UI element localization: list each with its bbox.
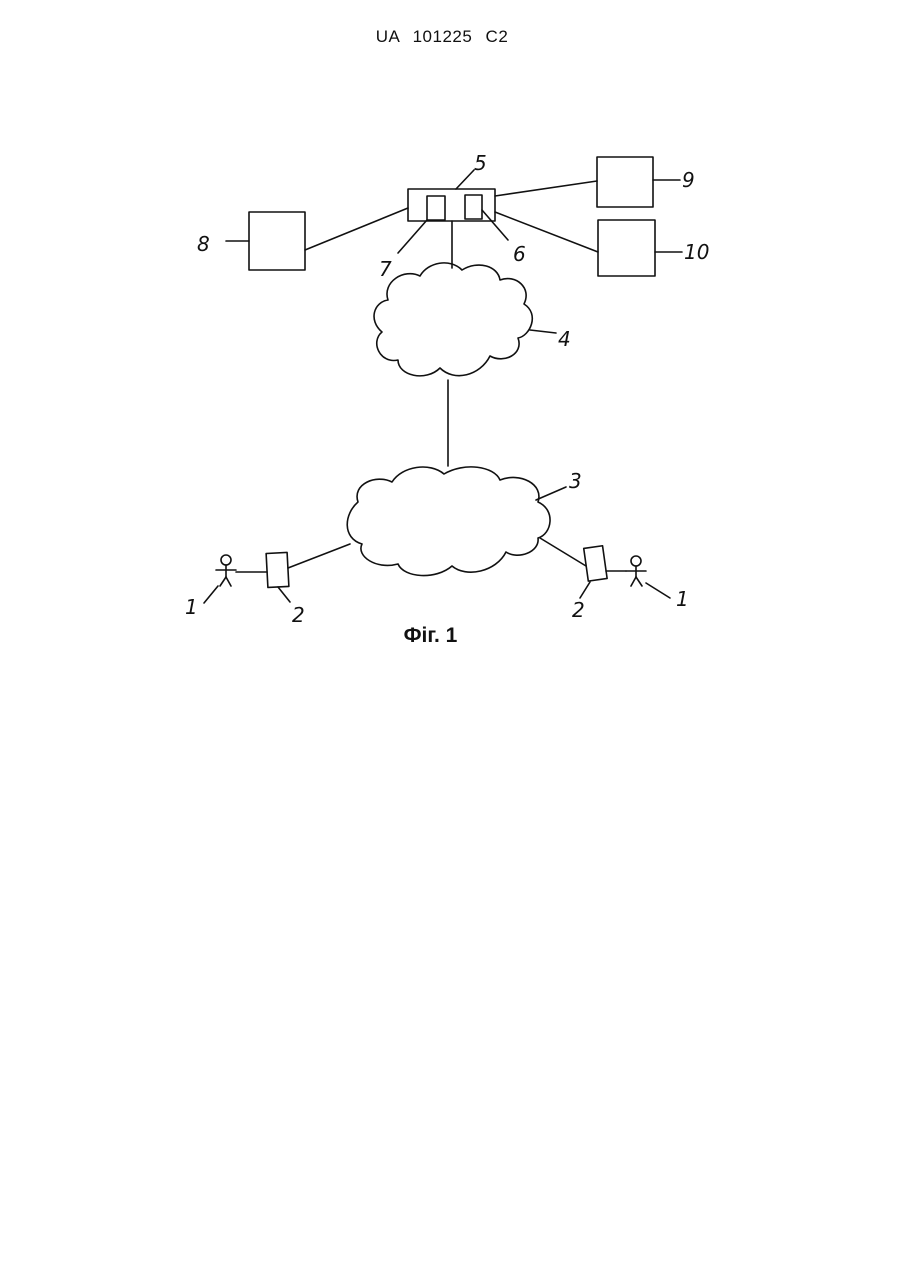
- module-7-leader: [398, 220, 427, 253]
- server-module-6: [465, 195, 482, 219]
- label-4: 4: [558, 327, 571, 351]
- device-2-right: [584, 546, 607, 581]
- network-3-leader: [536, 487, 566, 500]
- label-7: 7: [379, 257, 392, 281]
- user-left-head: [221, 555, 231, 565]
- link-server-to-10: [495, 212, 598, 252]
- user-right-leg-a: [631, 577, 636, 586]
- link-network-3-to-device-right: [540, 538, 586, 566]
- link-server-to-9: [495, 181, 597, 196]
- label-8: 8: [197, 232, 210, 256]
- user-left-leg-a: [220, 577, 226, 586]
- network-diagram: 5 6 7 8 9 10 4 3 1 2 2 1: [0, 0, 901, 700]
- user-left-leg-b: [226, 577, 231, 586]
- box-9: [597, 157, 653, 207]
- network-4-leader: [530, 330, 556, 333]
- link-8-to-server: [305, 208, 408, 250]
- box-8: [249, 212, 305, 270]
- device-left-leader: [278, 587, 290, 602]
- device-right-leader: [580, 582, 590, 598]
- label-1-right: 1: [676, 587, 689, 611]
- label-3: 3: [569, 469, 582, 493]
- device-2-left: [266, 552, 289, 587]
- label-10: 10: [684, 240, 709, 264]
- user-right-head: [631, 556, 641, 566]
- user-right-leader: [646, 583, 670, 598]
- label-5: 5: [474, 151, 487, 175]
- network-cloud-3: [347, 467, 550, 576]
- user-left-leader: [204, 586, 218, 603]
- box-10: [598, 220, 655, 276]
- figure-caption: Фіг. 1: [0, 624, 861, 648]
- label-6: 6: [513, 242, 526, 266]
- network-cloud-4: [374, 263, 532, 376]
- server-5-leader: [456, 170, 474, 189]
- server-module-7: [427, 196, 445, 220]
- label-9: 9: [682, 168, 695, 192]
- link-device-left-to-network-3: [288, 544, 350, 568]
- label-1-left: 1: [185, 595, 198, 619]
- user-right-leg-b: [636, 577, 642, 586]
- label-2-right: 2: [572, 598, 585, 622]
